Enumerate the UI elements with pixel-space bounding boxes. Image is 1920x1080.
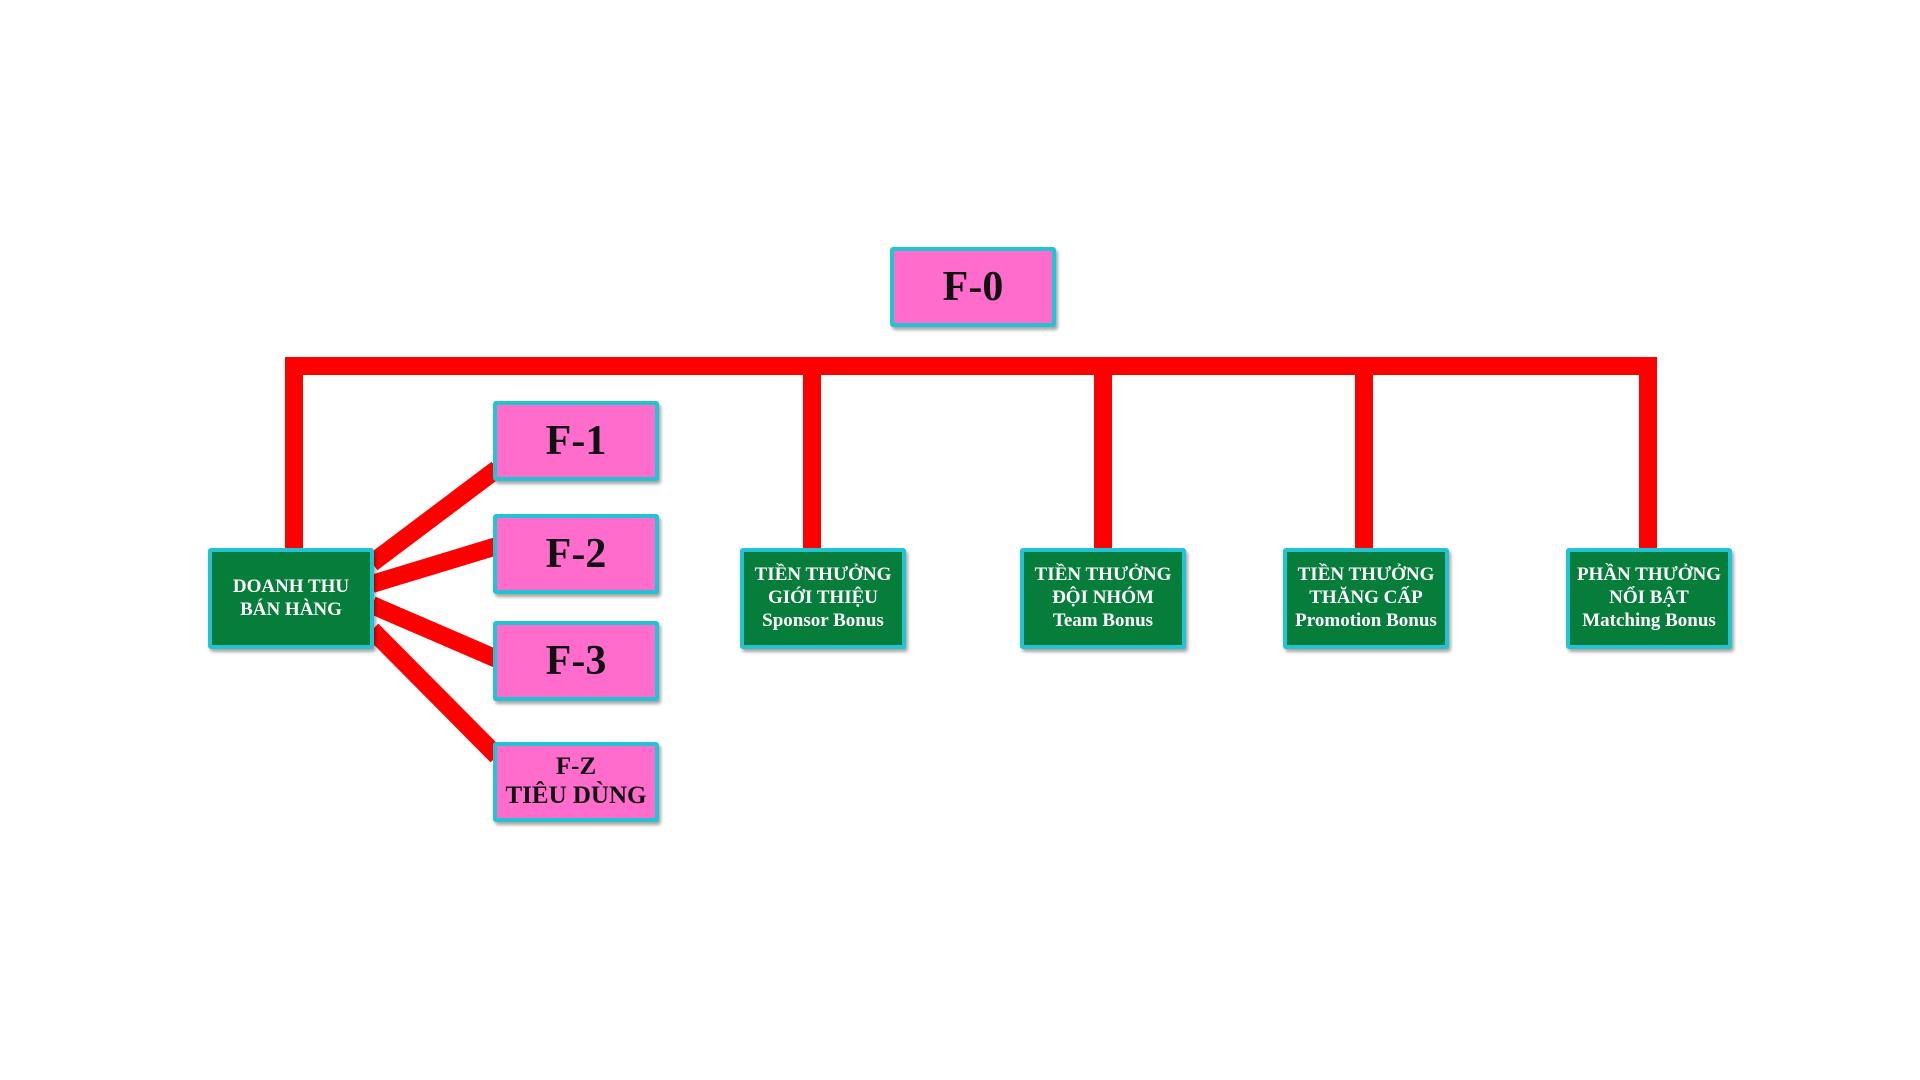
node-team-bonus: TIỀN THƯỞNG ĐỘI NHÓM Team Bonus <box>1020 548 1186 649</box>
node-f3-label: F-3 <box>545 637 607 684</box>
connector-doanh-thu-f1 <box>366 461 503 571</box>
node-matching-line1: PHẦN THƯỞNG <box>1576 564 1722 586</box>
node-team-line2: ĐỘI NHÓM <box>1052 587 1154 609</box>
node-team-line1: TIỀN THƯỞNG <box>1034 564 1172 586</box>
node-promotion-line2: THĂNG CẤP <box>1309 587 1423 609</box>
node-f1: F-1 <box>493 401 659 481</box>
node-sponsor-line1: TIỀN THƯỞNG <box>754 564 892 586</box>
node-matching-line3: Matching Bonus <box>1582 609 1716 631</box>
node-sponsor-line2: GIỚI THIỆU <box>768 587 878 609</box>
node-doanh-thu-line2: BÁN HÀNG <box>240 598 342 620</box>
connector-doanh-thu-f3 <box>368 596 501 668</box>
node-fz: F-Z TIÊU DÙNG <box>493 742 659 822</box>
node-f0: F-0 <box>890 247 1056 327</box>
node-fz-line2: TIÊU DÙNG <box>505 782 647 809</box>
connector-doanh-thu-fz <box>365 623 504 763</box>
node-f2-label: F-2 <box>545 530 607 577</box>
connector-doanh-thu-f2 <box>369 537 500 593</box>
node-doanh-thu-ban-hang: DOANH THU BÁN HÀNG <box>208 548 374 649</box>
node-matching-line2: NỔI BẬT <box>1609 587 1689 609</box>
node-promotion-bonus: TIỀN THƯỞNG THĂNG CẤP Promotion Bonus <box>1283 548 1449 649</box>
node-doanh-thu-line1: DOANH THU <box>232 575 350 597</box>
node-fz-line1: F-Z <box>555 753 597 781</box>
node-promotion-line3: Promotion Bonus <box>1295 609 1437 631</box>
node-promotion-line1: TIỀN THƯỞNG <box>1297 564 1435 586</box>
node-matching-bonus: PHẦN THƯỞNG NỔI BẬT Matching Bonus <box>1566 548 1732 649</box>
node-f1-label: F-1 <box>545 417 607 464</box>
node-f2: F-2 <box>493 514 659 594</box>
node-f3: F-3 <box>493 621 659 701</box>
node-team-line3: Team Bonus <box>1052 609 1154 631</box>
node-sponsor-bonus: TIỀN THƯỞNG GIỚI THIỆU Sponsor Bonus <box>740 548 906 649</box>
node-f0-label: F-0 <box>942 263 1004 310</box>
node-sponsor-line3: Sponsor Bonus <box>762 609 884 631</box>
